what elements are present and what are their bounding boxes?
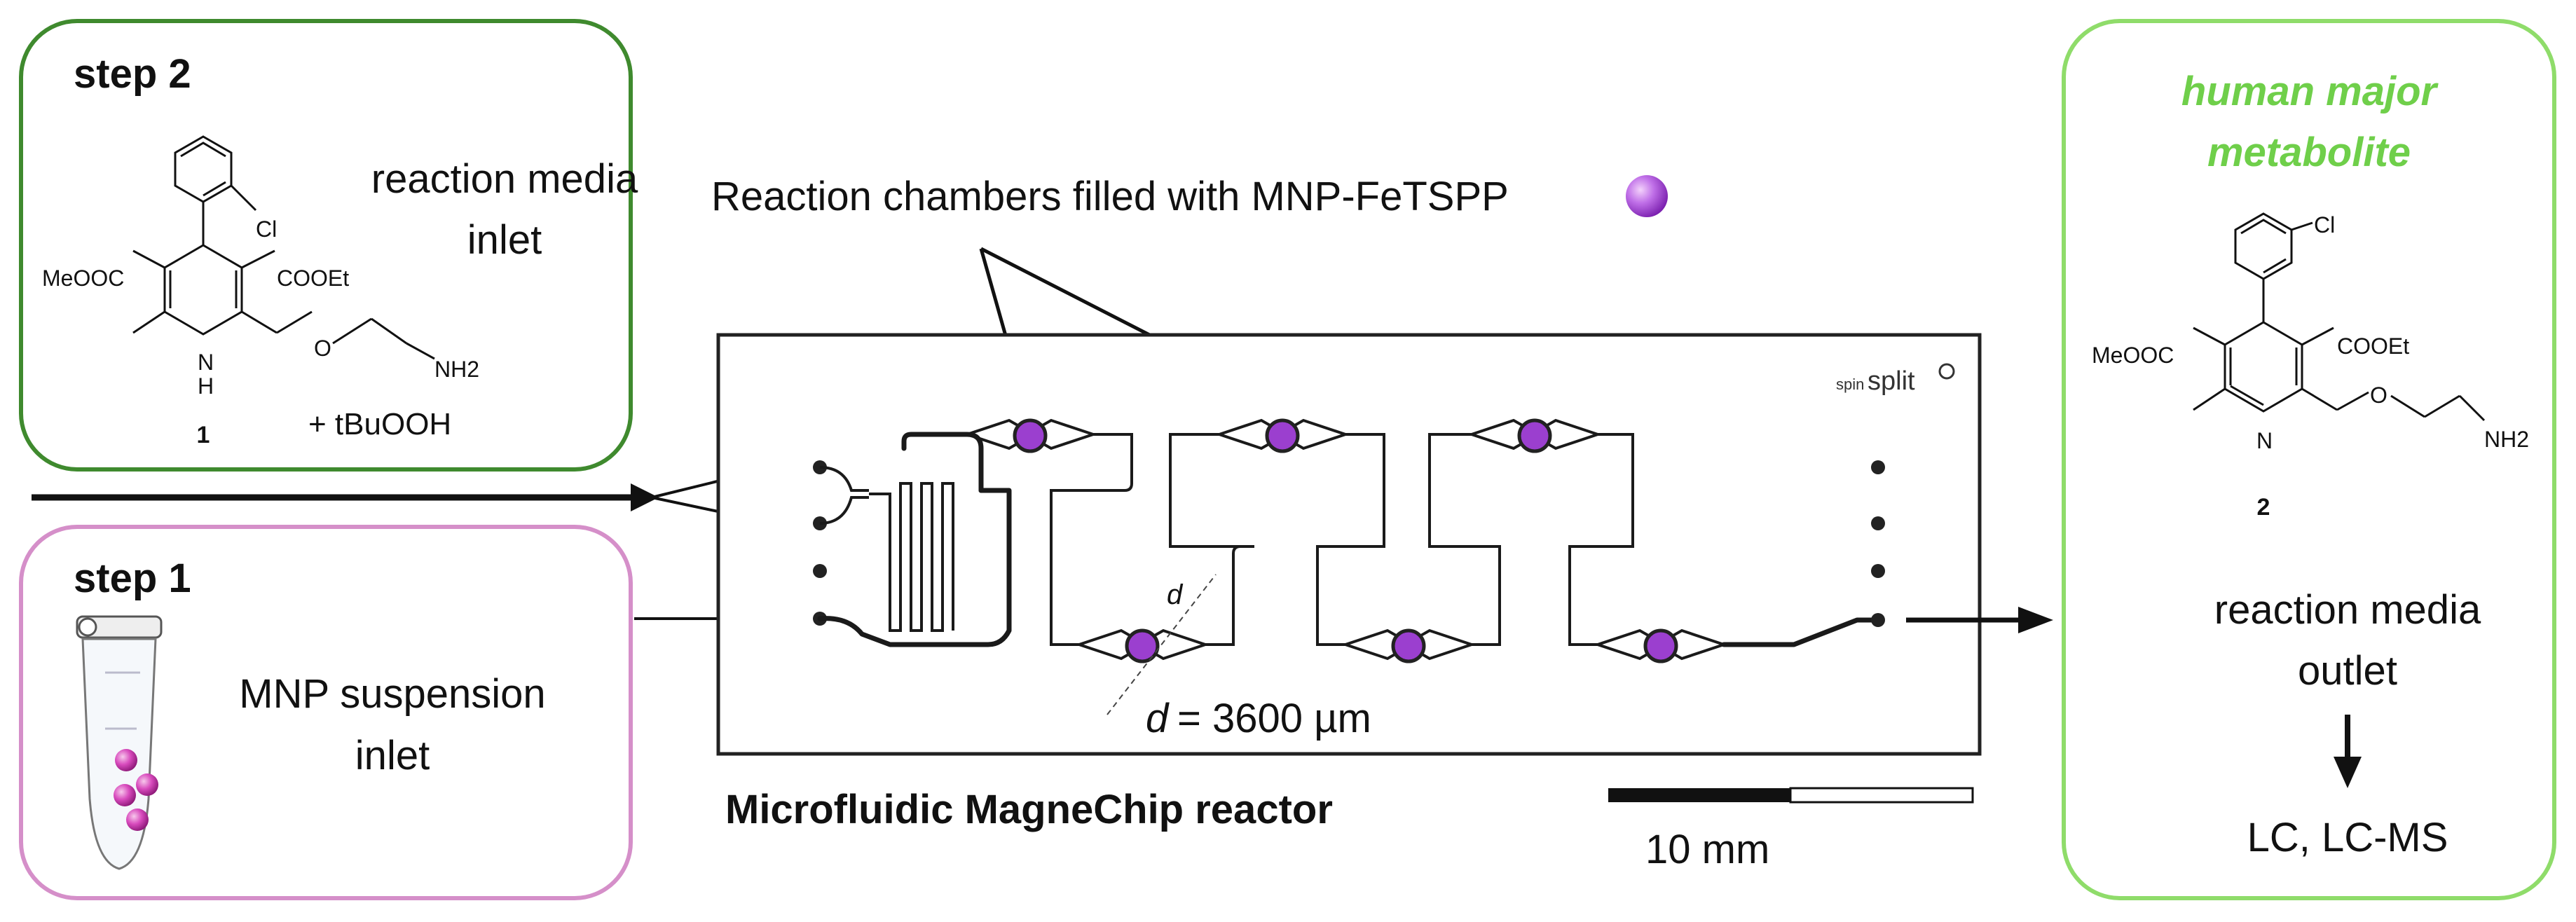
compound-2-n: N <box>2256 428 2273 453</box>
outlet-label-line1: reaction media <box>2214 587 2481 633</box>
compound-1-cl: Cl <box>256 216 277 242</box>
reaction-chamber <box>1074 628 1210 663</box>
compound-2-number: 2 <box>2257 494 2270 521</box>
reaction-chamber <box>1467 418 1603 453</box>
brand-logo-icon <box>1938 363 1955 380</box>
step1-label-line2: inlet <box>355 733 430 778</box>
inlet-port <box>813 564 827 578</box>
compound-2-o: O <box>2370 383 2387 408</box>
mnp-bead <box>126 809 149 831</box>
step1-box-border <box>19 525 633 900</box>
scale-bar-empty <box>1789 787 1974 804</box>
compound-1-n: N <box>198 350 214 375</box>
reaction-chamber <box>1341 628 1477 663</box>
mnp-bead <box>136 773 158 796</box>
step2-label-line2: inlet <box>467 217 542 263</box>
product-box-border <box>2062 19 2556 900</box>
compound-2-nh2: NH2 <box>2484 427 2529 452</box>
step2-oxidant: + tBuOOH <box>308 407 451 441</box>
chambers-caption: Reaction chambers filled with MNP-FeTSPP <box>711 174 1509 219</box>
product-title-line2: metabolite <box>2207 130 2411 175</box>
outlet-port <box>1871 460 1885 474</box>
step2-title: step 2 <box>74 51 191 97</box>
down-arrow-icon <box>2334 757 2362 788</box>
analysis-label: LC, LC-MS <box>2247 815 2448 860</box>
step1-title: step 1 <box>74 556 191 601</box>
scale-bar-filled <box>1608 788 1790 802</box>
compound-1-number: 1 <box>197 422 210 448</box>
outlet-port <box>1871 516 1885 530</box>
brand-prefix: spin <box>1836 376 1864 393</box>
reaction-chamber <box>962 418 1098 453</box>
step2-panel: step 2 reaction media inlet Cl MeOOC COO… <box>19 19 638 472</box>
mnp-fetspp-bead-icon <box>1626 175 1668 217</box>
dimension-value: = 3600 µm <box>1177 696 1371 741</box>
chip-outline <box>716 333 1982 756</box>
compound-2-cl: Cl <box>2314 212 2335 238</box>
reaction-chamber <box>1593 628 1729 663</box>
compound-1-ester-right: COOEt <box>277 266 349 291</box>
step1-label-line1: MNP suspension <box>239 671 545 717</box>
step1-panel: step 1 MNP suspension inlet <box>19 525 633 900</box>
outlet-label-line2: outlet <box>2298 648 2397 694</box>
mnp-bead <box>114 784 136 806</box>
product-panel: human major metabolite Cl MeOOC COOEt N … <box>2062 19 2556 900</box>
dimension-line <box>1107 574 1217 715</box>
magnechip: Reaction chambers filled with MNP-FeTSPP… <box>711 174 1982 872</box>
mnp-bead <box>115 749 137 771</box>
compound-2-ester-right: COOEt <box>2337 333 2409 359</box>
dimension-symbol-small: d <box>1167 579 1184 610</box>
compound-2-structure: Cl MeOOC COOEt N O NH2 <box>2092 212 2529 453</box>
compound-1-nh2: NH2 <box>434 357 479 382</box>
step2-box-border <box>19 19 633 472</box>
compound-1-o: O <box>314 336 331 361</box>
sample-tube-icon <box>76 615 163 870</box>
chip-title: Microfluidic MagneChip reactor <box>725 787 1333 832</box>
reaction-chamber <box>1214 418 1350 453</box>
dimension-symbol: d <box>1146 696 1170 741</box>
scale-bar-label: 10 mm <box>1645 827 1769 872</box>
outlet-arrow <box>1906 607 2053 633</box>
outlet-port <box>1871 613 1885 627</box>
outlet-port <box>1871 564 1885 578</box>
compound-2-ester-left: MeOOC <box>2092 343 2174 368</box>
compound-1-structure: Cl MeOOC COOEt N H O NH2 <box>42 135 479 399</box>
product-title-line1: human major <box>2181 69 2439 114</box>
brand-suffix: split <box>1868 366 1915 396</box>
compound-1-ester-left: MeOOC <box>42 266 124 291</box>
step2-label-line1: reaction media <box>371 156 638 202</box>
compound-1-h: H <box>198 373 214 399</box>
